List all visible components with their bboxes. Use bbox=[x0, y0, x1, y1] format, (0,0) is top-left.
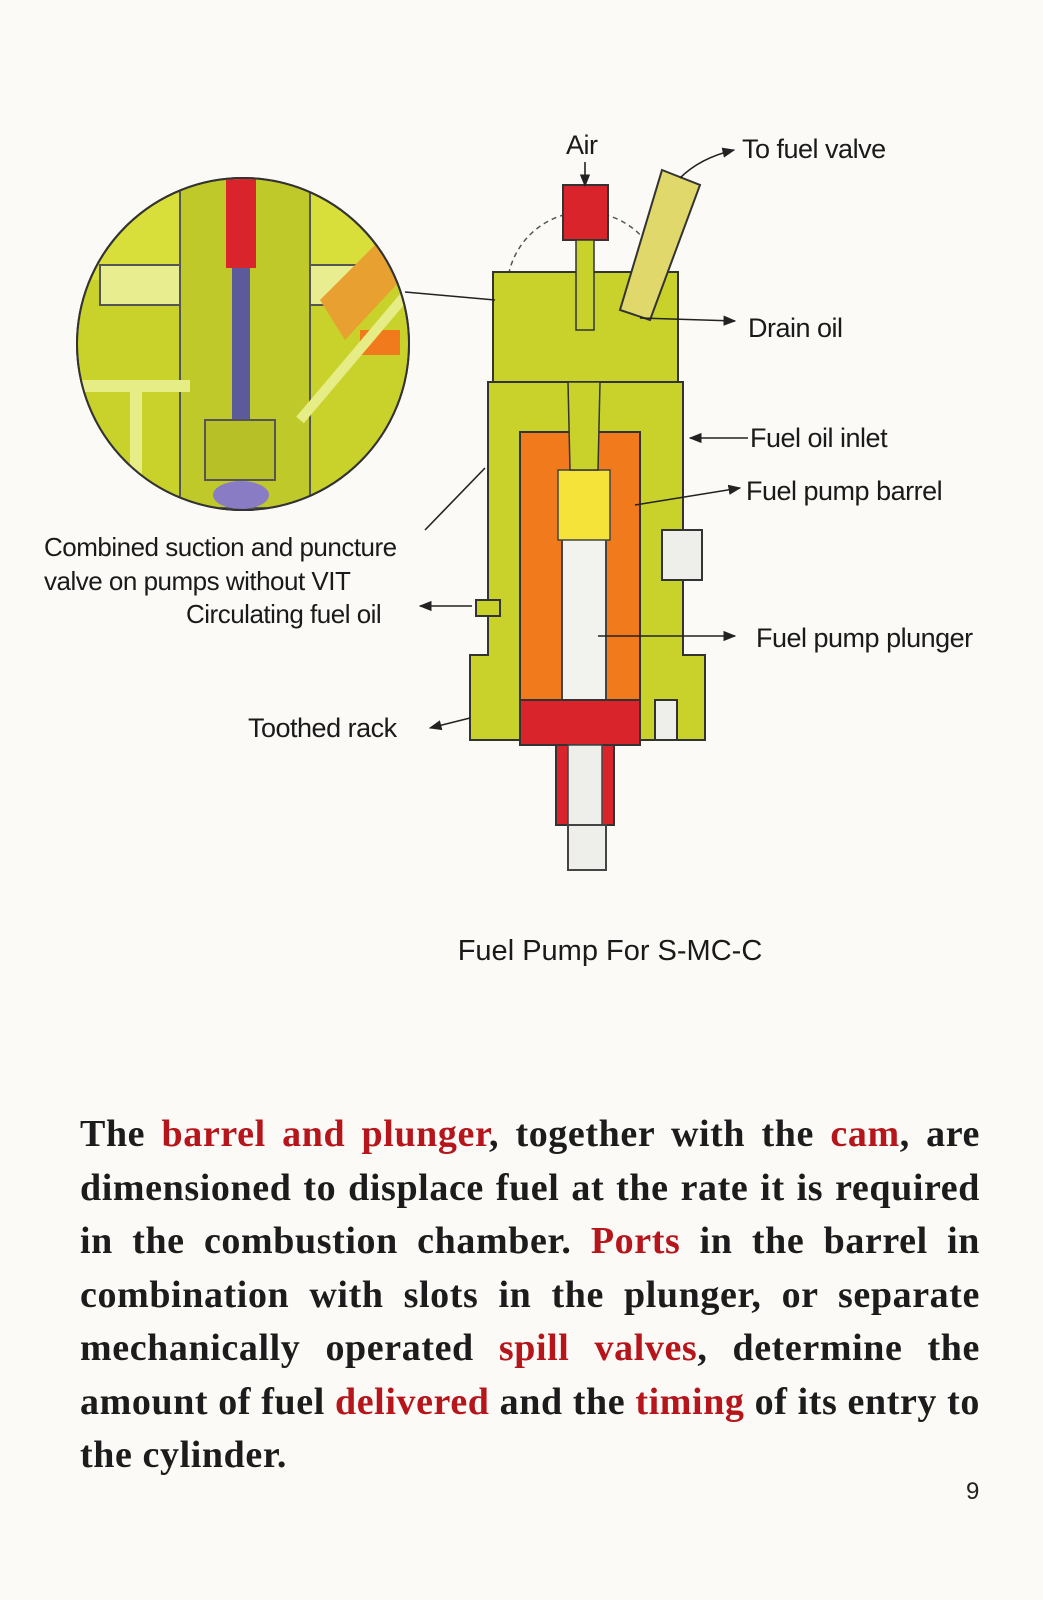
label-fuel-pump-plunger: Fuel pump plunger bbox=[756, 623, 973, 653]
label-air: Air bbox=[566, 130, 598, 160]
page-number: 9 bbox=[966, 1478, 980, 1505]
highlighted-term: timing bbox=[635, 1380, 745, 1423]
text-segment: , determine the amount of fuel bbox=[80, 1327, 980, 1423]
label-toothed-rack: Toothed rack bbox=[248, 713, 397, 743]
text-segment: , together with the bbox=[488, 1113, 831, 1155]
body-paragraph: The barrel and plunger, together with th… bbox=[80, 1108, 980, 1483]
label-drain-oil: Drain oil bbox=[748, 313, 843, 343]
label-fuel-pump-barrel: Fuel pump barrel bbox=[746, 476, 943, 506]
label-combined-valve-line1: Combined suction and puncture bbox=[44, 532, 397, 562]
text-segment: of its entry to the cylinder. bbox=[80, 1380, 980, 1477]
text-segment: and the bbox=[489, 1380, 636, 1423]
fuel-pump-diagram bbox=[76, 147, 748, 871]
highlighted-term: Ports bbox=[590, 1220, 681, 1262]
label-to-fuel-valve: To fuel valve bbox=[742, 134, 886, 164]
label-fuel-oil-inlet: Fuel oil inlet bbox=[750, 423, 888, 453]
pump-body bbox=[469, 168, 706, 871]
text-segment: , are dimensioned to displace fuel at th… bbox=[80, 1113, 981, 1262]
highlighted-term: barrel and plunger bbox=[161, 1113, 489, 1155]
text-segment: The bbox=[80, 1113, 162, 1155]
text-segment: in the barrel in combination with slots … bbox=[80, 1220, 980, 1369]
label-circulating-fuel-oil: Circulating fuel oil bbox=[186, 599, 382, 629]
leader-lines bbox=[404, 147, 748, 731]
figure-caption: Fuel Pump For S-MC-C bbox=[457, 935, 763, 967]
highlighted-term: cam bbox=[830, 1113, 900, 1155]
magnified-valve-detail bbox=[76, 177, 410, 511]
highlighted-term: spill valves bbox=[498, 1327, 698, 1369]
label-combined-valve-line2: valve on pumps without VIT bbox=[44, 566, 351, 596]
highlighted-term: delivered bbox=[334, 1380, 490, 1423]
